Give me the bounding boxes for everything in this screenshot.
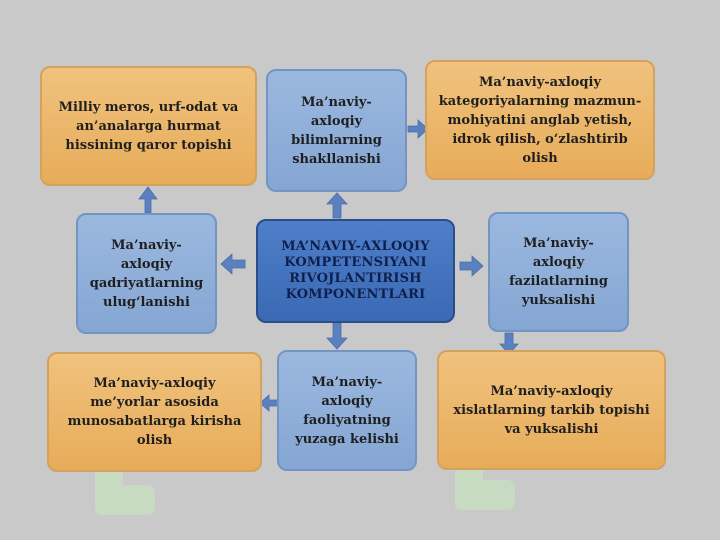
- arrow-up-top-left: [138, 186, 158, 214]
- box-center: MA’NAVIY-AXLOQIY KOMPETENSIYANI RIVOJLAN…: [256, 219, 455, 323]
- box-top-right-text: Ma’naviy-axloqiy kategoriyalarning mazmu…: [438, 74, 642, 166]
- center-title: MA’NAVIY-AXLOQIY KOMPETENSIYANI RIVOJLAN…: [281, 239, 430, 302]
- box-bottom-right: Ma’naviy-axloqiy xislatlarning tarkib to…: [437, 350, 666, 470]
- arrow-up-top-center: [326, 192, 348, 219]
- box-mid-right: Ma’naviy-axloqiy fazilatlarning yuksalis…: [488, 212, 629, 332]
- arrow-down-bottom-right: [499, 332, 519, 355]
- box-bottom-left: Ma’naviy-axloqiy me’yorlar asosida munos…: [47, 352, 262, 472]
- arrow-left-bottom-left: [259, 394, 279, 412]
- arrow-right-top-right: [407, 119, 429, 139]
- box-bottom-right-text: Ma’naviy-axloqiy xislatlarning tarkib to…: [453, 383, 650, 437]
- box-top-center-text: Ma’naviy-axloqiy bilimlarning shakllanis…: [291, 94, 382, 167]
- box-bottom-center-text: Ma’naviy-axloqiy faoliyatning yuzaga kel…: [295, 374, 399, 447]
- box-top-left: Milliy meros, urf-odat va an’analarga hu…: [40, 66, 257, 186]
- box-mid-left-text: Ma’naviy-axloqiy qadriyatlarning ulug‘la…: [89, 237, 204, 310]
- box-top-left-text: Milliy meros, urf-odat va an’analarga hu…: [58, 99, 239, 153]
- arrow-down-bottom-center: [326, 322, 348, 350]
- arrow-right-mid-right: [459, 255, 484, 277]
- box-top-center: Ma’naviy-axloqiy bilimlarning shakllanis…: [266, 69, 407, 192]
- box-bottom-center: Ma’naviy-axloqiy faoliyatning yuzaga kel…: [277, 350, 417, 471]
- box-top-right: Ma’naviy-axloqiy kategoriyalarning mazmu…: [425, 60, 655, 180]
- box-mid-left: Ma’naviy-axloqiy qadriyatlarning ulug‘la…: [76, 213, 217, 334]
- box-mid-right-text: Ma’naviy-axloqiy fazilatlarning yuksalis…: [509, 236, 608, 308]
- box-bottom-left-text: Ma’naviy-axloqiy me’yorlar asosida munos…: [67, 376, 242, 448]
- arrow-left-mid-left: [220, 253, 246, 275]
